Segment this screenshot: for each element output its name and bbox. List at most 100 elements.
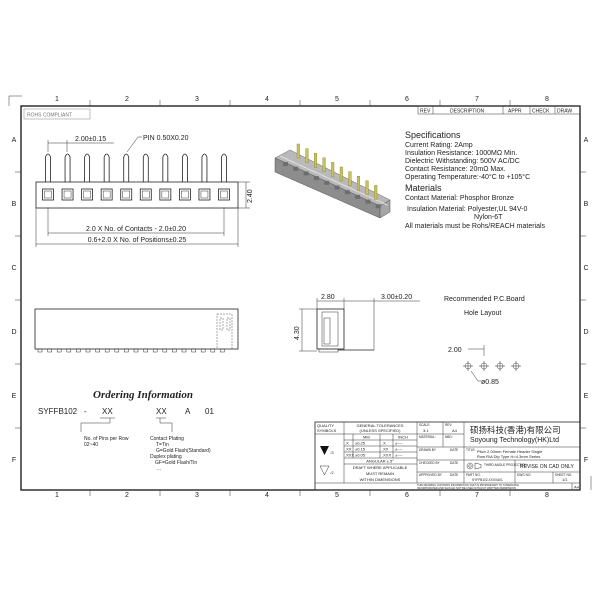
cavity bbox=[198, 188, 211, 201]
tolerance-cell: .XX bbox=[345, 447, 352, 452]
pitch-dimension: 2.00±0.15 bbox=[75, 136, 106, 143]
positions-dimension: 0.6+2.0 X No. of Positions±0.25 bbox=[88, 237, 187, 244]
label-text: APPROVED BY bbox=[419, 473, 443, 477]
label-text: DRAWN BY bbox=[419, 448, 437, 452]
check-header: CHECK bbox=[532, 109, 550, 115]
tolerance-cell: ±0.25 bbox=[355, 441, 366, 446]
surface-finish-icon bbox=[320, 446, 329, 455]
foot bbox=[210, 348, 216, 353]
cavity-inner bbox=[102, 190, 111, 199]
revision-table: REV DESCRIPTION APPR CHECK DRAW bbox=[417, 105, 581, 115]
label-text: √3 bbox=[330, 451, 334, 455]
sheet-number: 1/1 bbox=[562, 477, 568, 482]
cavity bbox=[355, 194, 361, 199]
connector-side bbox=[379, 199, 391, 219]
cavity bbox=[178, 188, 191, 201]
label-text: DATE bbox=[450, 448, 458, 452]
gold-pin bbox=[357, 175, 361, 191]
label-text: PART NO. bbox=[466, 473, 481, 477]
label-text: MATERIAL: bbox=[419, 435, 436, 439]
foot bbox=[56, 348, 62, 353]
tolerance-cell: .X bbox=[345, 441, 349, 446]
side-width-dimension: 2.80 bbox=[321, 294, 335, 301]
foot bbox=[200, 348, 206, 353]
gold-pin bbox=[331, 162, 335, 177]
foot bbox=[76, 348, 81, 353]
pcb-subtitle: Hole Layout bbox=[464, 310, 501, 317]
cavity bbox=[139, 188, 152, 201]
label-text: REV: bbox=[445, 423, 452, 427]
cavity bbox=[365, 199, 371, 204]
pin bbox=[84, 153, 91, 182]
pin bbox=[162, 153, 169, 182]
ordering-information: Ordering Information SYFFB102 - XX XX A … bbox=[38, 389, 214, 472]
code-suffix: 01 bbox=[205, 407, 214, 416]
gold-pin bbox=[314, 152, 318, 168]
gold-pin bbox=[348, 171, 352, 186]
code-plating: XX bbox=[156, 407, 167, 416]
hole-diameter: ø0.85 bbox=[481, 379, 499, 386]
label-text: QUALITY bbox=[317, 423, 334, 428]
zone-row-label: C bbox=[11, 265, 16, 272]
cavity bbox=[100, 188, 113, 201]
plating-line: GF=Gold Flash/Tin bbox=[155, 460, 197, 466]
cavity-inner bbox=[142, 190, 150, 199]
ordering-title: Ordering Information bbox=[93, 389, 193, 401]
label-text: √2 bbox=[330, 471, 334, 475]
gold-pin bbox=[365, 180, 369, 196]
label-text: DATE bbox=[450, 461, 458, 465]
label-text: (UNLESS SPECIFIED) bbox=[360, 428, 402, 433]
label-text: 3:1 bbox=[423, 428, 429, 433]
pin bbox=[221, 153, 227, 182]
code-variant: A bbox=[185, 407, 191, 416]
spec-line: Current Rating: 2Amp bbox=[405, 142, 473, 149]
tolerance-cell: ±---- bbox=[395, 447, 403, 452]
pcb-hole-layout: Recommended P.C.Board Hole Layout 2.00 ø… bbox=[444, 296, 525, 386]
side-view: 2.80 3.00±0.20 4.30 bbox=[294, 294, 420, 353]
label-text: TITLE: bbox=[466, 448, 476, 452]
cavity bbox=[293, 166, 299, 171]
cavity-inner bbox=[181, 190, 189, 199]
cavity bbox=[218, 188, 230, 201]
cavity bbox=[81, 188, 94, 201]
foot bbox=[37, 348, 43, 353]
cavity-inner bbox=[122, 190, 130, 199]
label-text: NBD: bbox=[445, 435, 453, 439]
cavity-inner bbox=[63, 190, 72, 199]
spec-line: Dielectric Withstanding: 500V AC/DC bbox=[405, 158, 520, 165]
zone-column-label: 4 bbox=[265, 96, 269, 103]
label-text: SHEET NO. bbox=[555, 473, 572, 477]
gold-pin bbox=[305, 148, 309, 163]
cavity bbox=[159, 188, 172, 201]
tolerance-cell: ±---- bbox=[395, 441, 403, 446]
drawing-title: Pitch 2.00mm Female Header Single bbox=[477, 449, 543, 454]
materials-heading: Materials bbox=[405, 183, 442, 193]
material-line: Contact Material: Phosphor Bronze bbox=[405, 195, 514, 202]
cavity bbox=[313, 176, 319, 181]
zone-column-label: 3 bbox=[195, 492, 199, 499]
label-text: A4 bbox=[452, 428, 458, 433]
cavity bbox=[334, 185, 340, 190]
pins-label: No. of Pins per Row bbox=[84, 436, 129, 442]
isometric-view bbox=[274, 143, 391, 219]
foot bbox=[104, 348, 110, 353]
zone-column-label: 8 bbox=[545, 492, 549, 499]
tolerance-cell: .XXX bbox=[345, 453, 354, 458]
tolerance-cell: .X bbox=[382, 441, 386, 446]
foot bbox=[172, 348, 177, 353]
description-header: DESCRIPTION bbox=[450, 109, 485, 115]
cavity bbox=[42, 188, 54, 201]
surface-finish-icon bbox=[319, 465, 330, 476]
foot bbox=[133, 348, 139, 353]
cavity bbox=[303, 171, 309, 176]
zone-row-label: B bbox=[12, 201, 17, 208]
zone-column-label: 8 bbox=[545, 96, 549, 103]
cavity-inner bbox=[161, 190, 170, 199]
foot bbox=[66, 348, 72, 353]
company-name-cn: 硕扬科技(香港)有限公司 bbox=[470, 425, 561, 435]
gold-pin bbox=[374, 185, 378, 200]
plating-line: T=Tin bbox=[156, 442, 169, 448]
gold-pin bbox=[339, 166, 343, 182]
label-text: CHECKED BY bbox=[419, 461, 441, 465]
foot bbox=[152, 348, 158, 353]
